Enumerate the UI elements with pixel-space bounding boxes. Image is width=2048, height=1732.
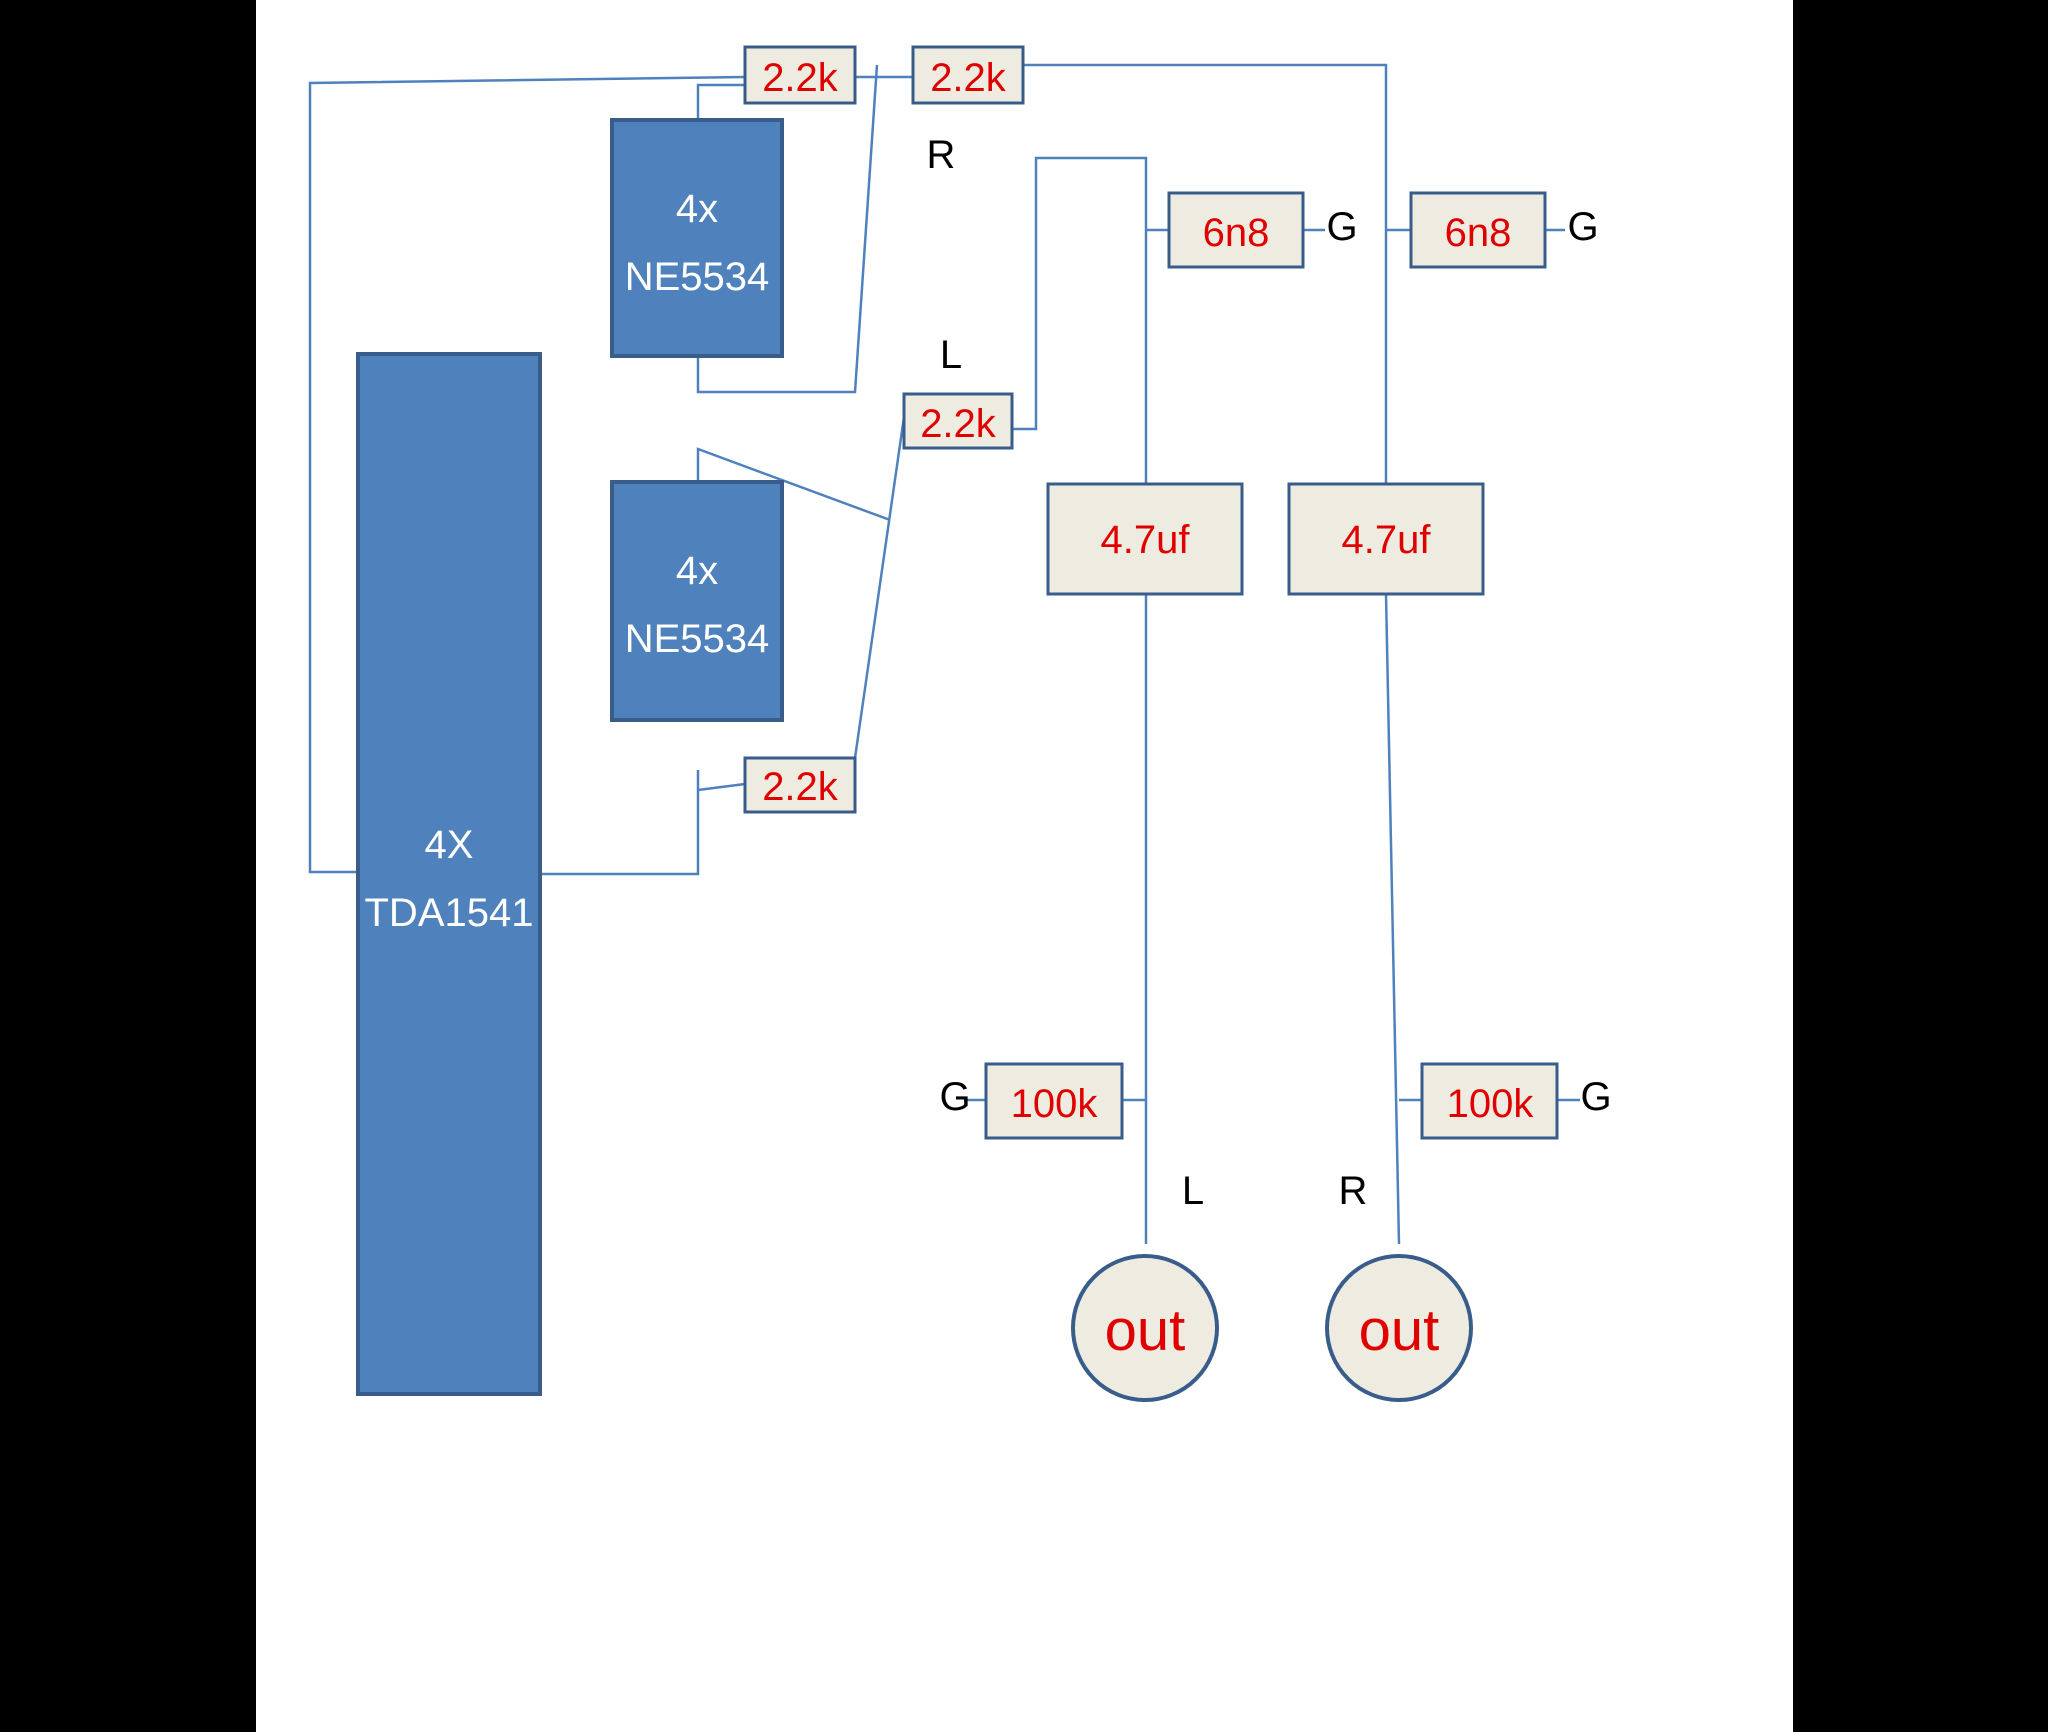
ne5534-bottom-body: [610, 480, 784, 722]
resistor-load-left: 100k: [984, 1062, 1124, 1140]
label-channel-r-out: R: [1339, 1169, 1368, 1213]
label-ground-filter-right: G: [1567, 205, 1598, 249]
resistor-top-left: 2.2k: [743, 45, 857, 105]
resistor-top-left-value: 2.2k: [762, 56, 839, 100]
capacitor-coupling-right: 4.7uf: [1287, 482, 1485, 596]
wire-ne-top-in: [696, 83, 745, 120]
wires: [308, 63, 1580, 1245]
output-left-label: out: [1105, 1298, 1186, 1363]
resistor-bottom-body: [743, 756, 857, 814]
output-right-circle: [1325, 1254, 1473, 1402]
ne5534-top-line2: NE5534: [625, 255, 770, 299]
capacitor-filter-right-body: [1409, 191, 1547, 269]
resistor-top-right-body: [911, 45, 1025, 105]
ne5534-bottom-line2: NE5534: [625, 617, 770, 661]
capacitor-coupling-left: 4.7uf: [1046, 482, 1244, 596]
capacitor-filter-right: 6n8: [1409, 191, 1547, 269]
output-left: out: [1071, 1254, 1219, 1402]
ne5534-bottom-line1: 4x: [676, 549, 718, 593]
resistor-bottom: 2.2k: [743, 756, 857, 814]
wire-right-output: [1384, 593, 1401, 1245]
resistor-mid-body: [902, 392, 1014, 450]
wire-ne-bottom-out: [696, 447, 891, 522]
ne5534-top-line1: 4x: [676, 187, 718, 231]
tda1541-line2: TDA1541: [365, 891, 534, 935]
left-frame-bar: [0, 0, 256, 1732]
resistor-load-right: 100k: [1420, 1062, 1559, 1140]
label-channel-l-out: L: [1182, 1169, 1204, 1213]
capacitor-coupling-left-body: [1046, 482, 1244, 596]
resistor-load-right-body: [1420, 1062, 1559, 1140]
wire-ne-top-out: [696, 64, 879, 394]
output-right: out: [1325, 1254, 1473, 1402]
resistor-load-left-value: 100k: [1011, 1082, 1099, 1126]
resistor-bottom-value: 2.2k: [762, 765, 839, 809]
wire-l-to-left-node: [1012, 156, 1148, 484]
capacitor-coupling-right-body: [1287, 482, 1485, 596]
tda1541-line1: 4X: [425, 823, 474, 867]
tda1541-body: [356, 352, 542, 1396]
wire-r-top-to-right-node: [1023, 63, 1388, 484]
capacitor-filter-left: 6n8: [1167, 191, 1305, 269]
capacitor-coupling-left-value: 4.7uf: [1101, 518, 1191, 562]
resistor-top-left-body: [743, 45, 857, 105]
wire-l-channel: [853, 409, 907, 759]
label-ground-load-right: G: [1580, 1075, 1611, 1119]
resistor-mid: 2.2k: [902, 392, 1014, 450]
wire-ne-bottom-to-r: [697, 782, 746, 792]
capacitor-filter-right-value: 6n8: [1445, 211, 1512, 255]
label-ground-load-left: G: [939, 1075, 970, 1119]
ne5534-top-chip: 4x NE5534: [610, 118, 784, 358]
resistor-load-right-value: 100k: [1447, 1082, 1535, 1126]
output-right-label: out: [1359, 1298, 1440, 1363]
capacitor-filter-left-value: 6n8: [1203, 211, 1270, 255]
resistor-top-right: 2.2k: [911, 45, 1025, 105]
ne5534-top-body: [610, 118, 784, 358]
label-channel-r-top: R: [927, 133, 956, 177]
label-channel-l-mid: L: [940, 333, 962, 377]
wire-tda-to-ne-bottom: [540, 770, 700, 876]
output-left-circle: [1071, 1254, 1219, 1402]
resistor-mid-value: 2.2k: [920, 402, 997, 446]
right-frame-bar: [1793, 0, 2048, 1732]
capacitor-coupling-right-value: 4.7uf: [1342, 518, 1432, 562]
resistor-top-right-value: 2.2k: [930, 56, 1007, 100]
ne5534-bottom-chip: 4x NE5534: [610, 480, 784, 722]
resistor-load-left-body: [984, 1062, 1124, 1140]
label-ground-filter-left: G: [1326, 205, 1357, 249]
capacitor-filter-left-body: [1167, 191, 1305, 269]
tda1541-chip: 4X TDA1541: [356, 352, 542, 1396]
